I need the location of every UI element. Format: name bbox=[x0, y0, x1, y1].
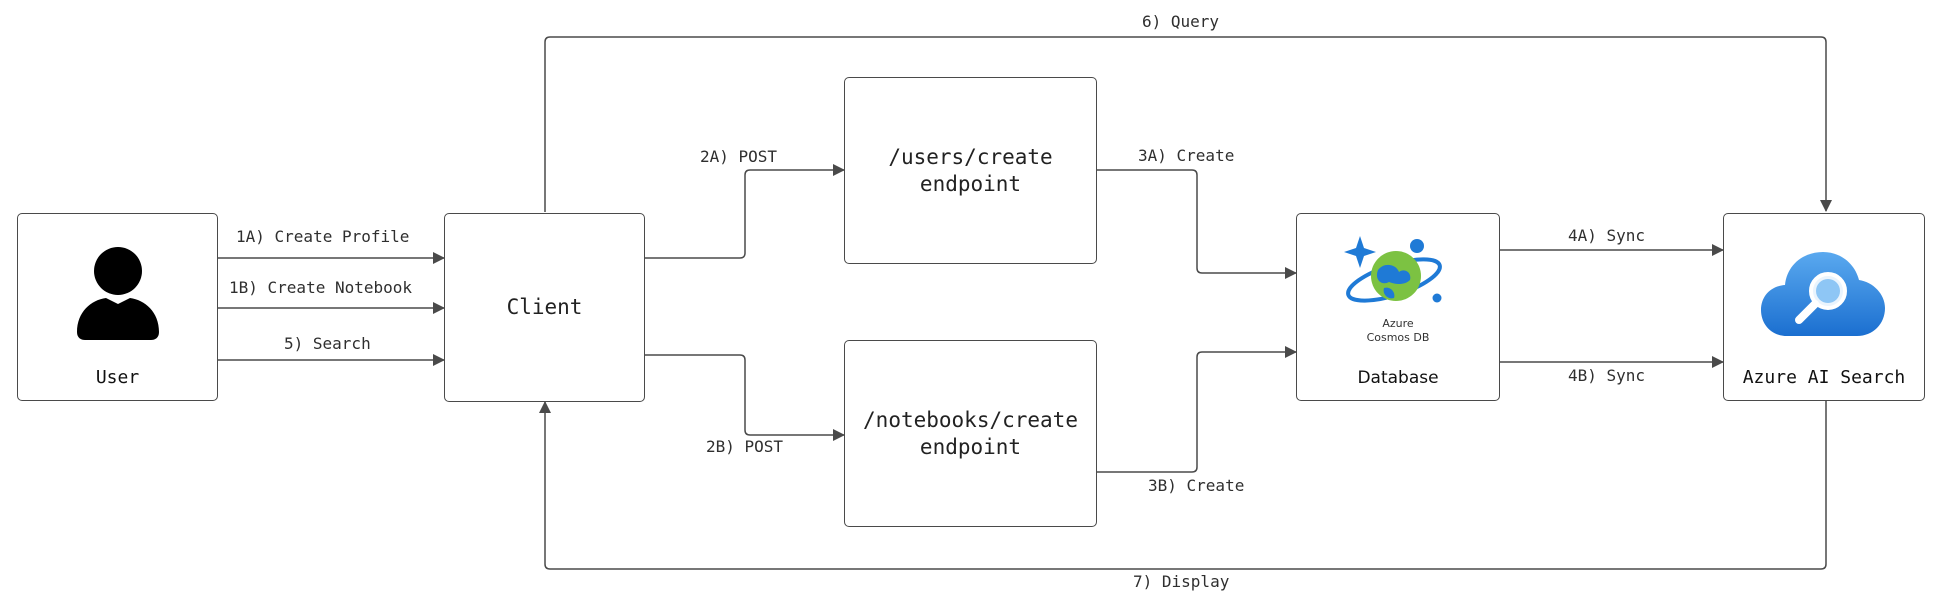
edge-label-sync-a: 4A) Sync bbox=[1566, 226, 1648, 245]
user-label: User bbox=[95, 367, 140, 388]
cosmos-logo-line2: Cosmos DB bbox=[1366, 331, 1430, 344]
azure-ai-search-node: Azure AI Search bbox=[1723, 213, 1925, 401]
users-create-endpoint-node: /users/create endpoint bbox=[844, 77, 1097, 264]
edge-label-post-notebooks: 2B) POST bbox=[704, 437, 786, 456]
notebooks-create-endpoint-node: /notebooks/create endpoint bbox=[844, 340, 1097, 527]
edge-post-users bbox=[645, 164, 845, 259]
edge-label-search: 5) Search bbox=[282, 334, 373, 353]
edge-label-create-users: 3A) Create bbox=[1136, 146, 1237, 165]
edge-label-create-notebook: 1B) Create Notebook bbox=[227, 278, 415, 297]
edge-label-sync-b: 4B) Sync bbox=[1566, 366, 1648, 385]
client-label: Client bbox=[506, 295, 583, 320]
client-node: Client bbox=[444, 213, 645, 402]
edge-label-display: 7) Display bbox=[1131, 572, 1232, 591]
cosmos-logo-line1: Azure bbox=[1382, 317, 1414, 330]
azure-cosmos-db-icon bbox=[1344, 236, 1442, 303]
database-label: Database bbox=[1357, 368, 1439, 388]
edge-create-users bbox=[1097, 169, 1297, 279]
edge-create-notebooks bbox=[1097, 346, 1297, 473]
edge-label-query: 6) Query bbox=[1140, 12, 1222, 31]
azure-ai-search-icon bbox=[1761, 252, 1885, 336]
edge-label-create-profile: 1A) Create Profile bbox=[234, 227, 412, 246]
edge-label-create-notebooks: 3B) Create bbox=[1146, 476, 1247, 495]
edge-label-post-users: 2A) POST bbox=[698, 147, 780, 166]
person-icon bbox=[77, 247, 159, 340]
users-create-endpoint-label: /users/create endpoint bbox=[888, 145, 1053, 196]
database-node: Azure Cosmos DB Database bbox=[1296, 213, 1500, 401]
notebooks-create-endpoint-label: /notebooks/create endpoint bbox=[863, 408, 1078, 459]
edge-post-notebooks bbox=[645, 354, 845, 441]
azure-ai-search-label: Azure AI Search bbox=[1742, 367, 1906, 388]
edge-query bbox=[544, 36, 1832, 212]
edge-display bbox=[539, 401, 1827, 570]
user-node: User bbox=[17, 213, 218, 401]
